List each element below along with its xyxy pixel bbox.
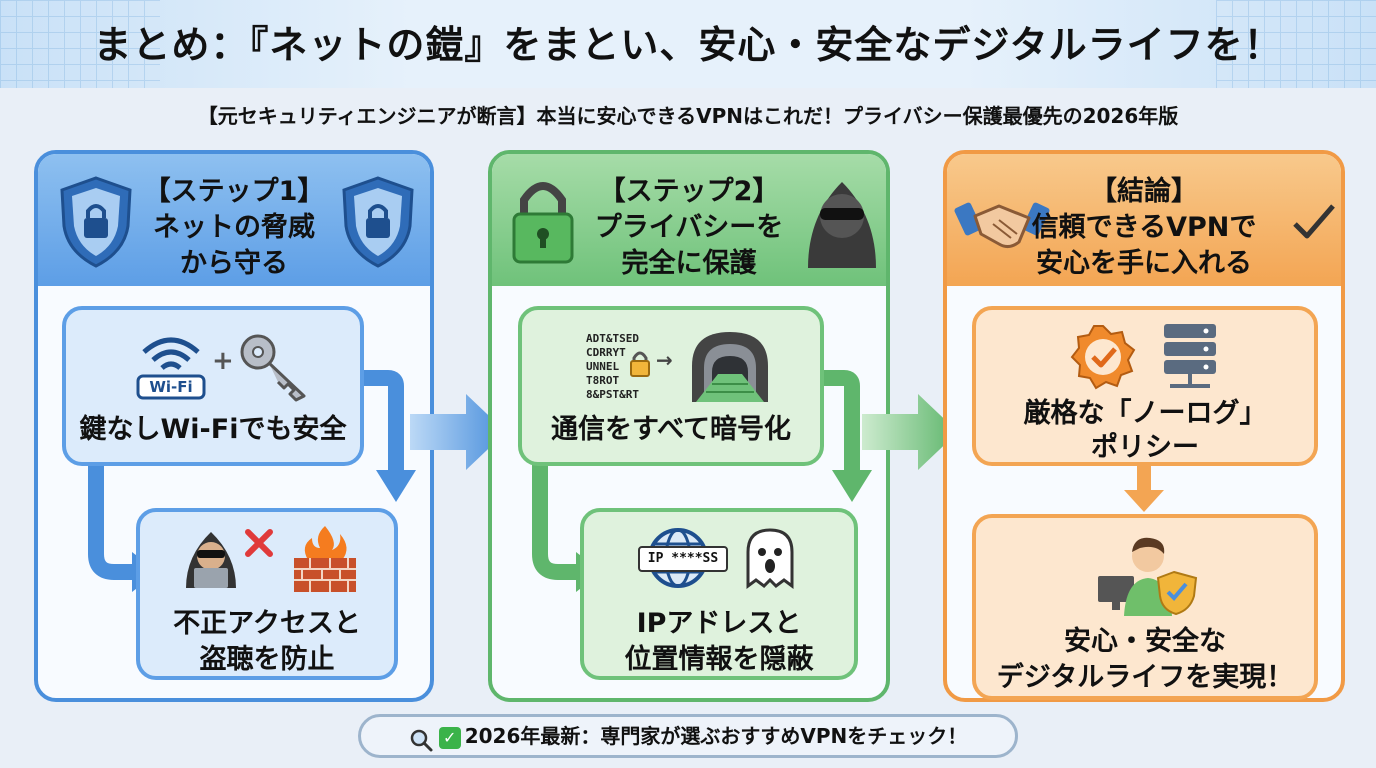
conclusion-title-line2: 安心を手に入れる (1036, 248, 1252, 279)
step1-card-intrusion: 不正アクセスと 盗聴を防止 (136, 508, 398, 680)
plus-icon: + (212, 346, 234, 376)
tunnel-icon (692, 332, 768, 402)
step2-card1-text: 通信をすべて暗号化 (550, 414, 792, 445)
checkmark-icon (1293, 204, 1335, 239)
big-arrow-right-icon (862, 394, 958, 470)
step1-title-line2: から守る (180, 248, 288, 279)
step1-title-line1: ネットの脅威 (153, 212, 315, 243)
cipher-line: T8ROT (586, 374, 620, 387)
padlock-icon (512, 182, 574, 264)
flow-arrow-down-icon (1124, 466, 1164, 512)
cipher-line: CDRRYT (586, 346, 626, 359)
cipher-line: ADT&TSED (586, 332, 639, 345)
step1-card-wifi: Wi-Fi + 鍵なしWi-Fiでも安全 (62, 306, 364, 466)
step2-title-line1: プライバシーを (594, 212, 784, 243)
arrow-right-icon: → (656, 348, 673, 372)
step2-card2-line2: 位置情報を隠蔽 (624, 644, 814, 675)
shield-lock-icon (342, 176, 414, 268)
conclusion-header: 【結論】 信頼できるVPNで 安心を手に入れる (947, 154, 1341, 286)
server-icon (1164, 324, 1216, 388)
footer-cta-text: 2026年最新：専門家が選ぶおすすめVPNをチェック！ (464, 724, 968, 748)
step1-card2-line1: 不正アクセスと (173, 608, 361, 639)
step2-title-line2: 完全に保護 (621, 248, 757, 279)
step1-label: 【ステップ1】 (143, 176, 325, 207)
cipher-line: 8&PST&RT (586, 388, 639, 401)
conclusion-label: 【結論】 (1090, 176, 1198, 207)
masked-figure-icon (808, 182, 876, 268)
conclusion-card1-line2: ポリシー (1091, 432, 1199, 463)
badge-check-icon (1070, 325, 1136, 390)
step2-card-ip-hide: IP ****SS IPアドレスと 位置情報を隠蔽 (580, 508, 858, 680)
page-title: まとめ：『ネットの鎧』をまとい、安心・安全なデジタルライフを！ (93, 23, 1283, 67)
user-at-computer-icon (1098, 537, 1198, 616)
key-icon (240, 334, 306, 402)
magnifier-icon (409, 726, 433, 751)
step2-header: 【ステップ2】 プライバシーを 完全に保護 (492, 154, 886, 286)
firewall-icon (294, 526, 356, 592)
conclusion-card1-line1: 厳格な「ノーログ」 (1023, 398, 1267, 429)
conclusion-card2-line2: デジタルライフを実現！ (996, 662, 1294, 693)
conclusion-card-nolog: 厳格な「ノーログ」 ポリシー (972, 306, 1318, 466)
shield-lock-icon (60, 176, 132, 268)
step1-card2-line2: 盗聴を防止 (199, 644, 335, 675)
step2-card-encryption: ADT&TSED CDRRYT UNNEL T8ROT 8&PST&RT → 通… (518, 306, 824, 466)
flow-arrow-down-right (360, 370, 416, 502)
ghost-icon (746, 528, 794, 589)
hacker-icon (186, 532, 236, 588)
conclusion-card2-line1: 安心・安全な (1064, 626, 1226, 657)
conclusion-heading: 【結論】 信頼できるVPNで 安心を手に入れる (947, 174, 1341, 282)
wifi-badge: Wi-Fi (149, 378, 193, 396)
checkmark-icon: ✓ (438, 726, 461, 749)
step1-card1-text: 鍵なしWi-Fiでも安全 (79, 414, 347, 445)
step1-heading: 【ステップ1】 ネットの脅威 から守る (38, 174, 430, 282)
step1-header: 【ステップ1】 ネットの脅威 から守る (38, 154, 430, 286)
cipher-text: ADT&TSED CDRRYT UNNEL T8ROT 8&PST&RT (586, 332, 639, 402)
page-subtitle: 【元セキュリティエンジニアが断言】本当に安心できるVPNはこれだ！プライバシー保… (197, 104, 1179, 128)
big-arrow-right-icon (410, 394, 506, 470)
title-banner (0, 0, 1376, 88)
ip-masked-badge: IP ****SS (638, 546, 728, 572)
x-mark-icon (245, 529, 273, 557)
conclusion-card-safe-life: 安心・安全な デジタルライフを実現！ (972, 514, 1318, 700)
step2-card2-line1: IPアドレスと (636, 608, 802, 639)
wifi-icon (136, 337, 206, 400)
handshake-icon (954, 202, 1050, 249)
step2-label: 【ステップ2】 (598, 176, 780, 207)
footer-cta-button[interactable]: ✓2026年最新：専門家が選ぶおすすめVPNをチェック！ (358, 714, 1018, 758)
small-lock-icon (630, 351, 650, 377)
conclusion-title-line1: 信頼できるVPNで (1031, 212, 1257, 243)
step2-heading: 【ステップ2】 プライバシーを 完全に保護 (492, 174, 886, 282)
flow-arrow-down-right (816, 370, 872, 502)
cipher-line: UNNEL (586, 360, 620, 373)
